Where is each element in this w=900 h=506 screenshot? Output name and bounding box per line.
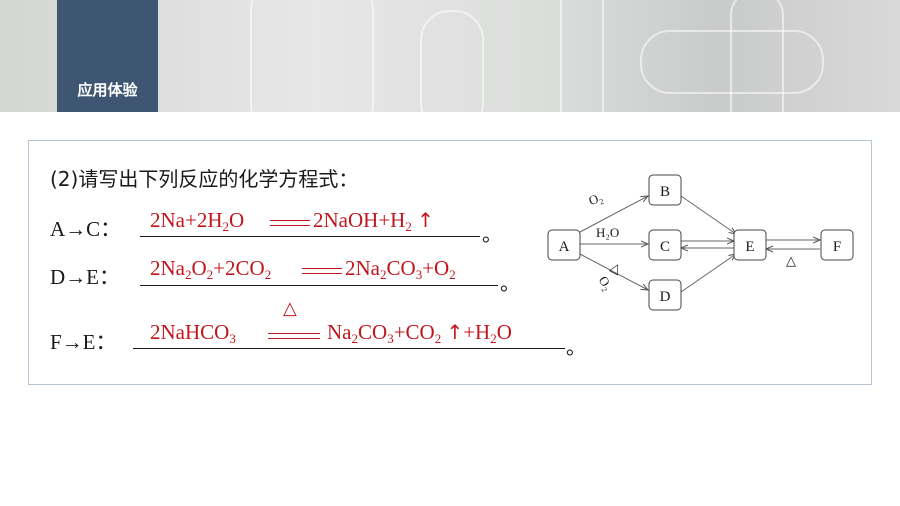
row-label-d-e: D→E： [50,265,120,289]
heat-triangle-icon: △ [283,298,297,319]
answer-d-e-products: 2Na2CO3+O2 [345,256,456,282]
node-e [733,229,767,261]
period-3: 。 [566,335,586,359]
edge-label-a-d: O₂ [596,273,616,293]
answer-d-e: 2Na2O2+2CO2 [150,256,272,282]
node-c [648,229,682,261]
section-tab-label: 应用体验 [77,81,138,99]
equals-sign [302,268,342,274]
reaction-diagram: A B C D E F O₂ H₂O △ O₂ △ [547,174,854,311]
heat-triangle-icon: △ [786,254,796,269]
node-a [547,229,581,261]
node-label-e: E [745,239,754,255]
equals-sign [268,333,320,339]
answer-line-2 [140,285,498,286]
node-f [820,229,854,261]
section-tab[interactable]: 应用体验 [57,0,158,112]
node-label-d: D [660,289,671,305]
answer-line-3 [133,348,565,349]
row-label-a-c: A→C： [50,217,122,241]
answer-f-e-products: Na2CO3+CO2 ↑+H2O [327,320,512,346]
period-2: 。 [500,271,520,295]
row-label-f-e: F→E： [50,330,117,354]
edge-label-a-c: H₂O [596,225,619,240]
question-intro: (2)请写出下列反应的化学方程式： [50,167,359,191]
question-panel [28,140,872,385]
edge-b-e [680,195,736,234]
node-label-a: A [559,239,570,255]
edge-d-e [680,254,736,293]
answer-a-c: 2Na+2H2O [150,208,245,234]
gas-arrow-icon: ↑ [446,320,464,344]
answer-f-e: 2NaHCO3 [150,320,236,346]
node-label-c: C [660,239,670,255]
edge-a-b [579,196,648,233]
node-b [648,174,682,206]
edge-label-a-b: O₂ [586,189,604,208]
edge-a-d [579,253,648,290]
answer-line-1 [140,236,480,237]
equals-sign [270,220,310,226]
node-d [648,279,682,311]
period-1: 。 [482,222,502,246]
node-label-f: F [833,239,841,255]
answer-a-c-products: 2NaOH+H2 ↑ [313,208,434,234]
node-label-b: B [660,184,670,200]
gas-arrow-icon: ↑ [417,208,434,232]
